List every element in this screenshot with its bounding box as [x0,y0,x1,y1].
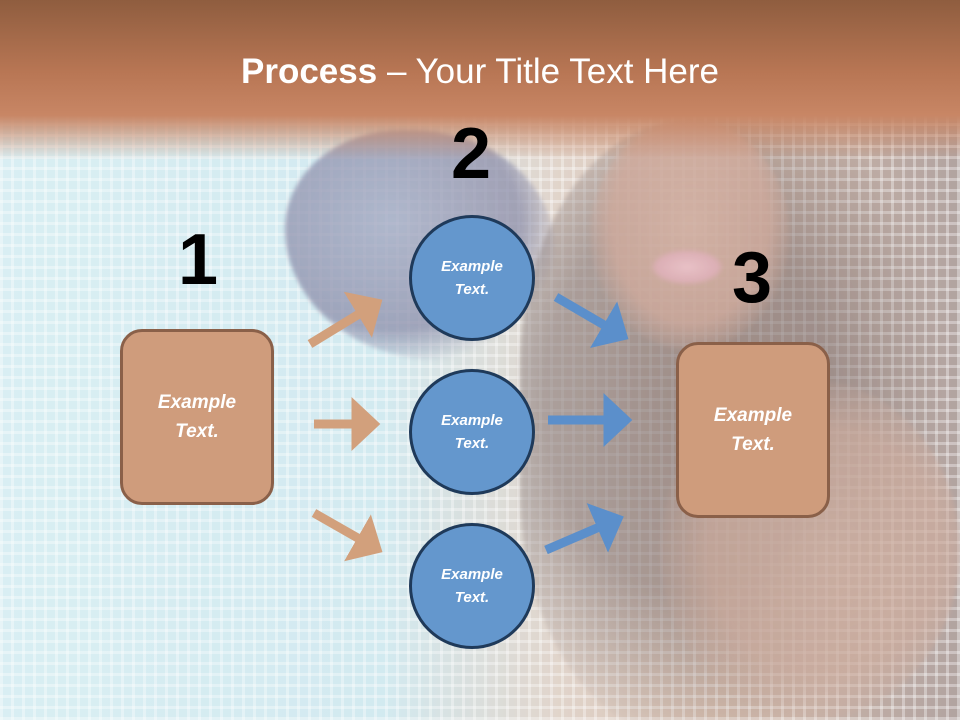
step-2-circle-middle[interactable]: Example Text. [409,369,535,495]
arrow-2-to-3-bottom [544,503,624,555]
step-2-circle-bottom[interactable]: Example Text. [409,523,535,649]
arrow-1-to-2-bottom [311,509,383,562]
step-1-box[interactable]: Example Text. [120,329,274,505]
step-3-number: 3 [732,238,773,318]
step-2-circle-top-text: Example Text. [441,258,503,298]
page-title: Process – Your Title Text Here [0,52,960,92]
step-1-number: 1 [178,220,219,300]
step-2-circle-middle-text: Example Text. [441,412,503,452]
arrow-2-to-3-top [553,293,629,349]
step-3-box-text: Example Text. [713,405,793,455]
arrow-1-to-2-top [307,291,383,348]
step-2-number: 2 [451,114,492,194]
step-3-box[interactable]: Example Text. [676,342,830,518]
step-1-box-text: Example Text. [157,392,237,442]
title-rest: – Your Title Text Here [377,52,719,91]
step-2-circle-bottom-text: Example Text. [441,566,503,606]
title-bold: Process [241,52,378,91]
step-2-circle-top[interactable]: Example Text. [409,215,535,341]
background-lips-shape [652,250,722,284]
title-band [0,0,960,160]
